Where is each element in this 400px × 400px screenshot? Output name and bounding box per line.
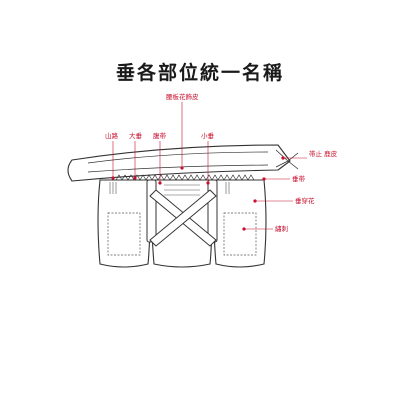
left-flap <box>97 179 151 268</box>
waist-band <box>67 144 291 182</box>
callout-lines <box>111 102 307 231</box>
cross-ties <box>149 189 217 247</box>
label-tare-band: 垂帯 <box>292 175 305 183</box>
zigzag-band <box>115 174 255 181</box>
label-embroidery: 繡刺 <box>275 225 288 233</box>
label-small-flap: 小垂 <box>201 132 214 140</box>
label-belly-band: 腹帯 <box>153 132 166 140</box>
right-flap <box>213 179 267 268</box>
label-yamamichi: 山路 <box>105 132 118 140</box>
label-tare-lacing: 垂穿花 <box>295 197 315 205</box>
diagram-title: 垂各部位統一名稱 <box>115 62 284 84</box>
tie-strings <box>287 152 299 170</box>
label-large-flap: 大垂 <box>129 132 142 140</box>
label-waist-decor: 腰板花飾皮 <box>166 93 199 101</box>
label-tie-stopper: 帯止 鹿皮 <box>309 150 338 158</box>
